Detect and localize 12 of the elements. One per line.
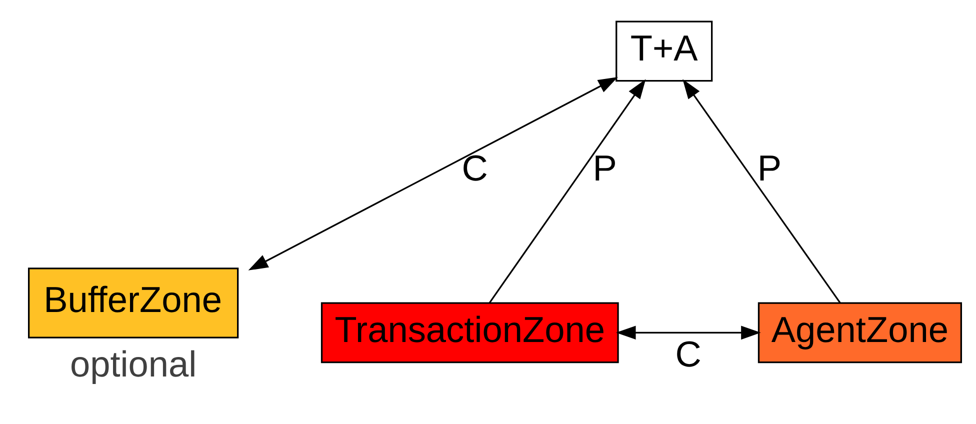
edge-label: C [675,333,702,374]
arrow [248,76,618,270]
node-box: AgentZone [758,302,962,363]
node-box: TransactionZone [320,302,619,363]
edge-label: P [592,147,617,188]
node-label: optional [70,342,197,384]
arrow [682,78,841,303]
edge-label: P [757,147,782,188]
arrow [488,78,646,303]
arrow [616,325,761,340]
node-box: T+A [616,20,713,82]
edge-label: C [462,147,488,188]
